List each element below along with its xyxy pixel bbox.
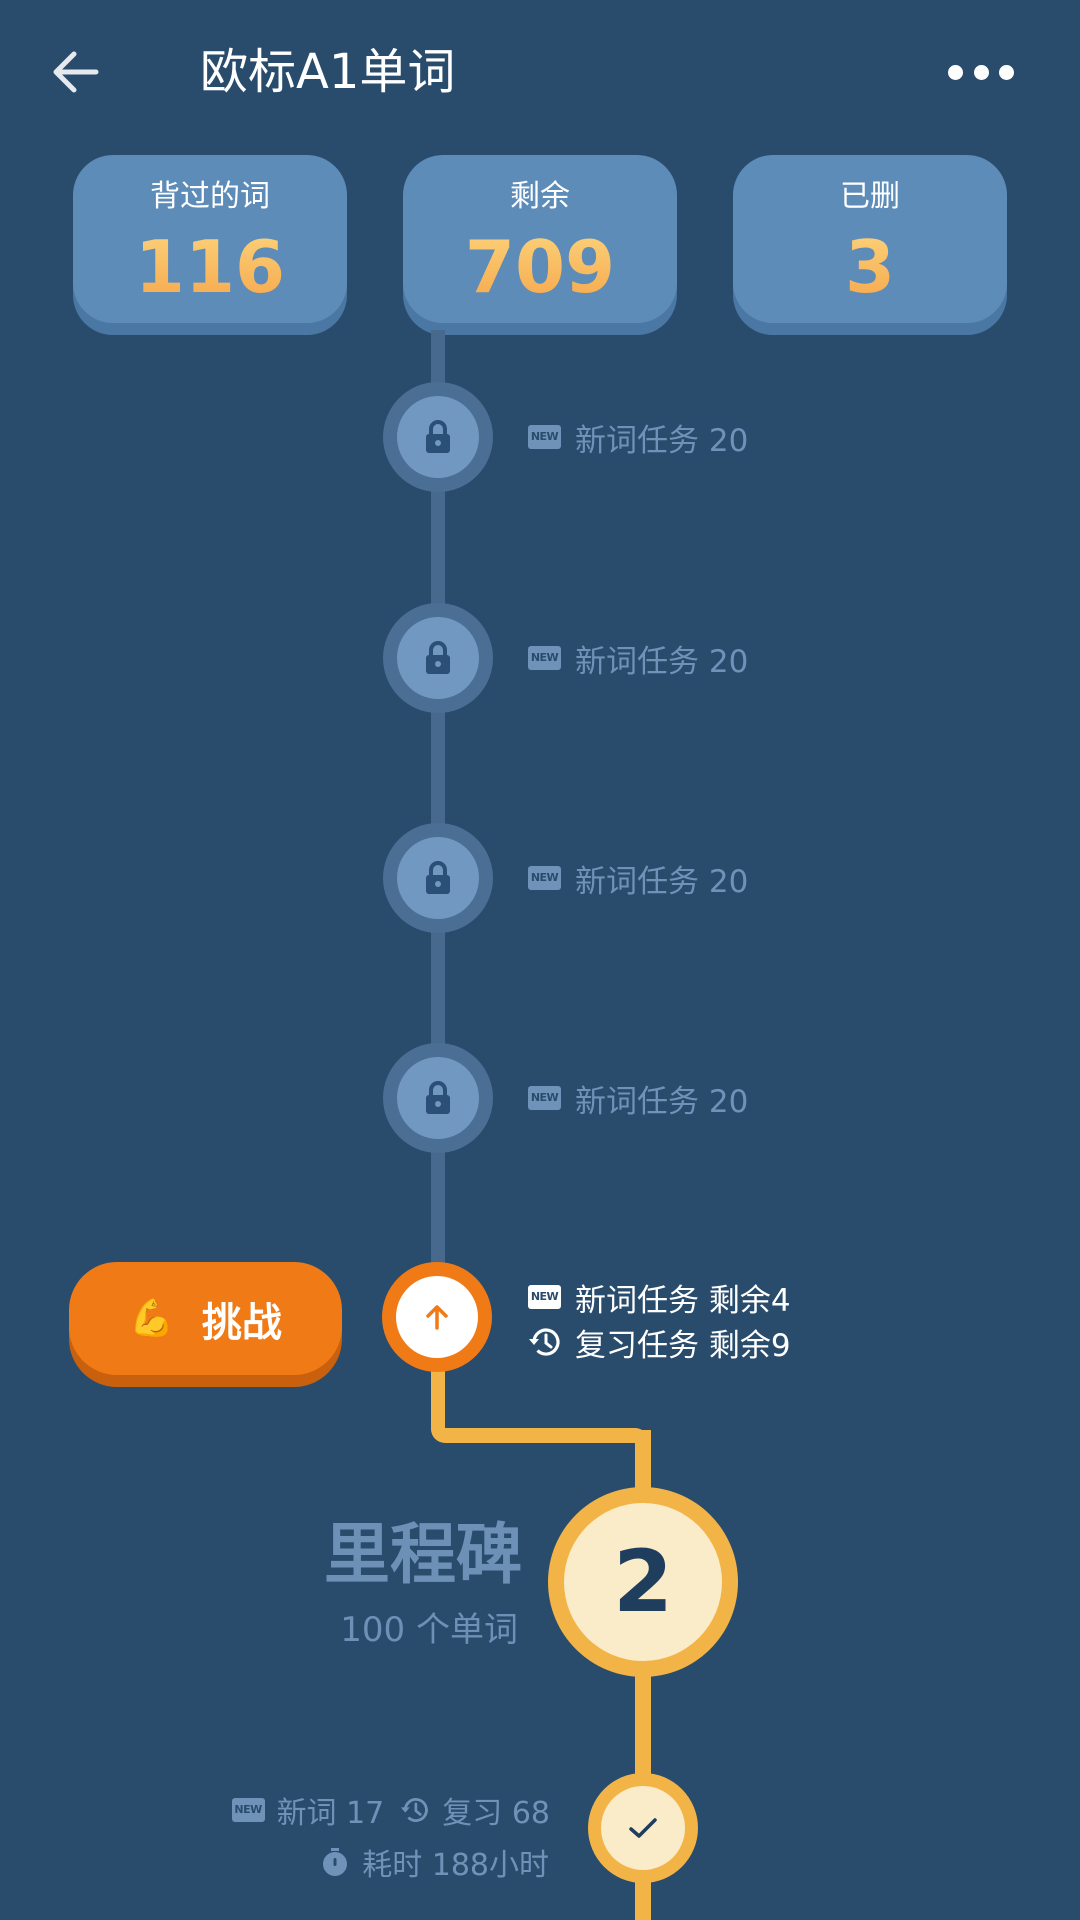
stat-card-remaining[interactable]: 剩余 709 (403, 155, 677, 323)
flexed-biceps-icon: 💪 (129, 1297, 174, 1339)
locked-task-label: NEW 新词任务 20 (528, 638, 749, 680)
locked-task-node[interactable] (383, 823, 493, 933)
stat-value: 116 (73, 225, 347, 309)
review-count: 复习 68 (442, 1796, 550, 1831)
locked-path-line (431, 330, 445, 1270)
lock-icon (426, 420, 450, 453)
more-dot-icon (948, 64, 963, 80)
arrow-up-icon (426, 1305, 448, 1330)
lock-icon (426, 641, 450, 674)
stat-label: 剩余 (510, 179, 570, 214)
milestone-number: 2 (564, 1503, 722, 1661)
completed-stats-time: 耗时 188小时 (320, 1842, 549, 1883)
stat-card-deleted[interactable]: 已删 3 (733, 155, 1007, 323)
progress-path-line (431, 1360, 445, 1442)
stopwatch-icon (323, 1848, 348, 1876)
stat-value: 3 (733, 225, 1007, 309)
more-dot-icon (999, 64, 1014, 80)
milestone-node[interactable]: 2 (548, 1487, 738, 1677)
completed-stats-words: NEW 新词 17 复习 68 (231, 1790, 550, 1831)
task-text: 新词任务 20 (575, 643, 749, 680)
locked-task-node[interactable] (383, 1043, 493, 1153)
locked-task-node[interactable] (383, 603, 493, 713)
locked-task-node[interactable] (383, 382, 493, 492)
locked-task-label: NEW 新词任务 20 (528, 1078, 749, 1120)
history-icon (529, 1328, 560, 1356)
stat-label: 背过的词 (150, 179, 270, 214)
task-text: 新词任务 20 (575, 1083, 749, 1120)
history-icon (401, 1798, 429, 1823)
challenge-button[interactable]: 💪 挑战 (69, 1262, 342, 1375)
arrow-left-icon (53, 51, 99, 93)
task-text: 复习任务 剩余9 (575, 1327, 791, 1364)
more-options-button[interactable] (948, 56, 1014, 88)
locked-task-label: NEW 新词任务 20 (528, 858, 749, 900)
task-text: 新词任务 20 (575, 863, 749, 900)
challenge-label: 挑战 (201, 1299, 282, 1346)
time-spent: 耗时 188小时 (362, 1848, 549, 1883)
milestone-title: 里程碑 (324, 1516, 522, 1593)
current-task-node[interactable] (382, 1262, 492, 1372)
stat-value: 709 (403, 225, 677, 309)
stat-card-learned[interactable]: 背过的词 116 (73, 155, 347, 323)
completed-task-node[interactable] (588, 1773, 698, 1883)
new-badge-icon: NEW (231, 1798, 265, 1822)
page-title: 欧标A1单词 (200, 44, 456, 100)
new-words-count: 新词 17 (276, 1796, 385, 1831)
more-dot-icon (973, 64, 989, 80)
progress-path-line (431, 1428, 649, 1443)
new-badge-icon: NEW (528, 1086, 561, 1110)
new-badge-icon: NEW (528, 646, 561, 670)
new-badge-icon: NEW (528, 866, 561, 890)
current-review-task: 复习任务 剩余9 (528, 1322, 791, 1364)
task-text: 新词任务 剩余4 (575, 1282, 791, 1319)
task-text: 新词任务 20 (575, 422, 749, 459)
new-badge-icon: NEW (528, 425, 561, 449)
stat-label: 已删 (840, 179, 900, 214)
locked-task-label: NEW 新词任务 20 (528, 417, 749, 459)
milestone-subtitle: 100 个单词 (340, 1610, 518, 1650)
check-icon (629, 1818, 657, 1838)
back-button[interactable] (48, 46, 108, 98)
lock-icon (426, 1081, 450, 1114)
current-new-task: NEW 新词任务 剩余4 (528, 1277, 791, 1319)
new-badge-icon: NEW (528, 1285, 561, 1309)
lock-icon (426, 861, 450, 894)
